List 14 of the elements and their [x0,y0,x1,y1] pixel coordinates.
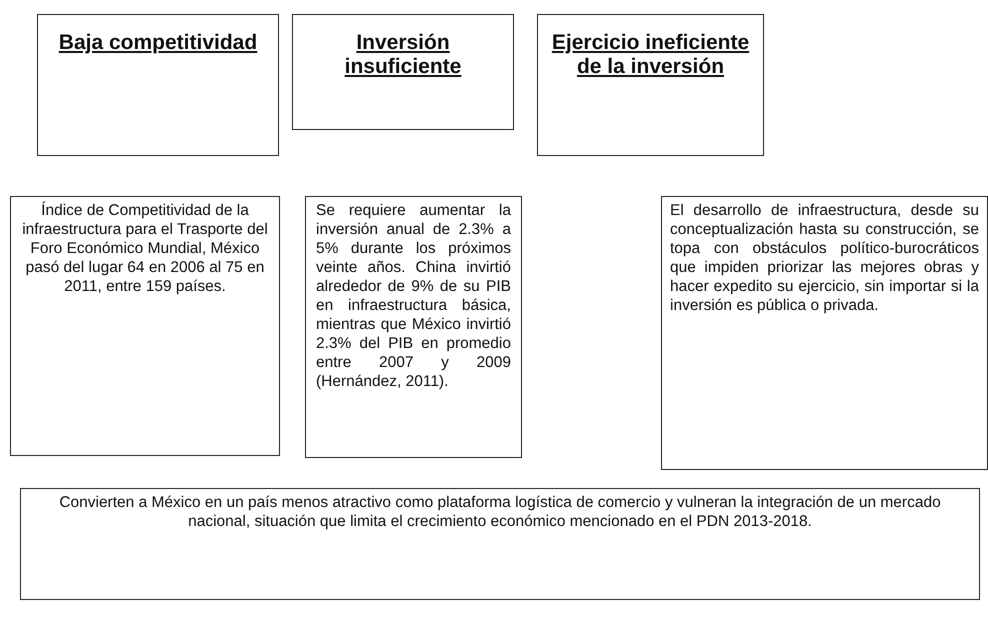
body-text: Convierten a México en un país menos atractivo como plataforma logística de comercio y vulneran la integración de un mercado nacional, situación que limita el crecimiento económico mencionado en el PDN 2013-2018. [58,493,942,531]
heading-box [37,14,279,156]
text-box [661,196,988,470]
heading-text: Inversión insuficiente [344,31,462,79]
body-text: Índice de Competitividad de la infraestructura para el Trasporte del Foro Económico Mundial, México pasó del lugar 64 en 2006 al 75 en 2011, entre 159 países. [21,201,269,296]
text-box [20,488,980,600]
text-box [305,196,522,458]
body-text: Se requiere aumentar la inversión anual de 2.3% a 5% durante los próximos veinte años. China invirtió alrededor de 9% de su PIB en infraestructura básica, mientras que México invirtió 2.3% del PIB en promedio entre 2007 y 2009 (Hernández, 2011). [316,201,511,391]
heading-box [292,14,514,130]
heading-box [537,14,764,156]
heading-text: Baja competitividad [58,31,258,55]
body-text: El desarrollo de infraestructura, desde su conceptualización hasta su construcción, se topa con obstáculos político-burocráticos que impiden priorizar las mejores obras y hacer expedito su ejercicio, sin importar si la inversión es pública o privada. [670,201,979,315]
heading-text: Ejercicio ineficiente de la inversión [550,31,750,79]
text-box [10,196,280,456]
